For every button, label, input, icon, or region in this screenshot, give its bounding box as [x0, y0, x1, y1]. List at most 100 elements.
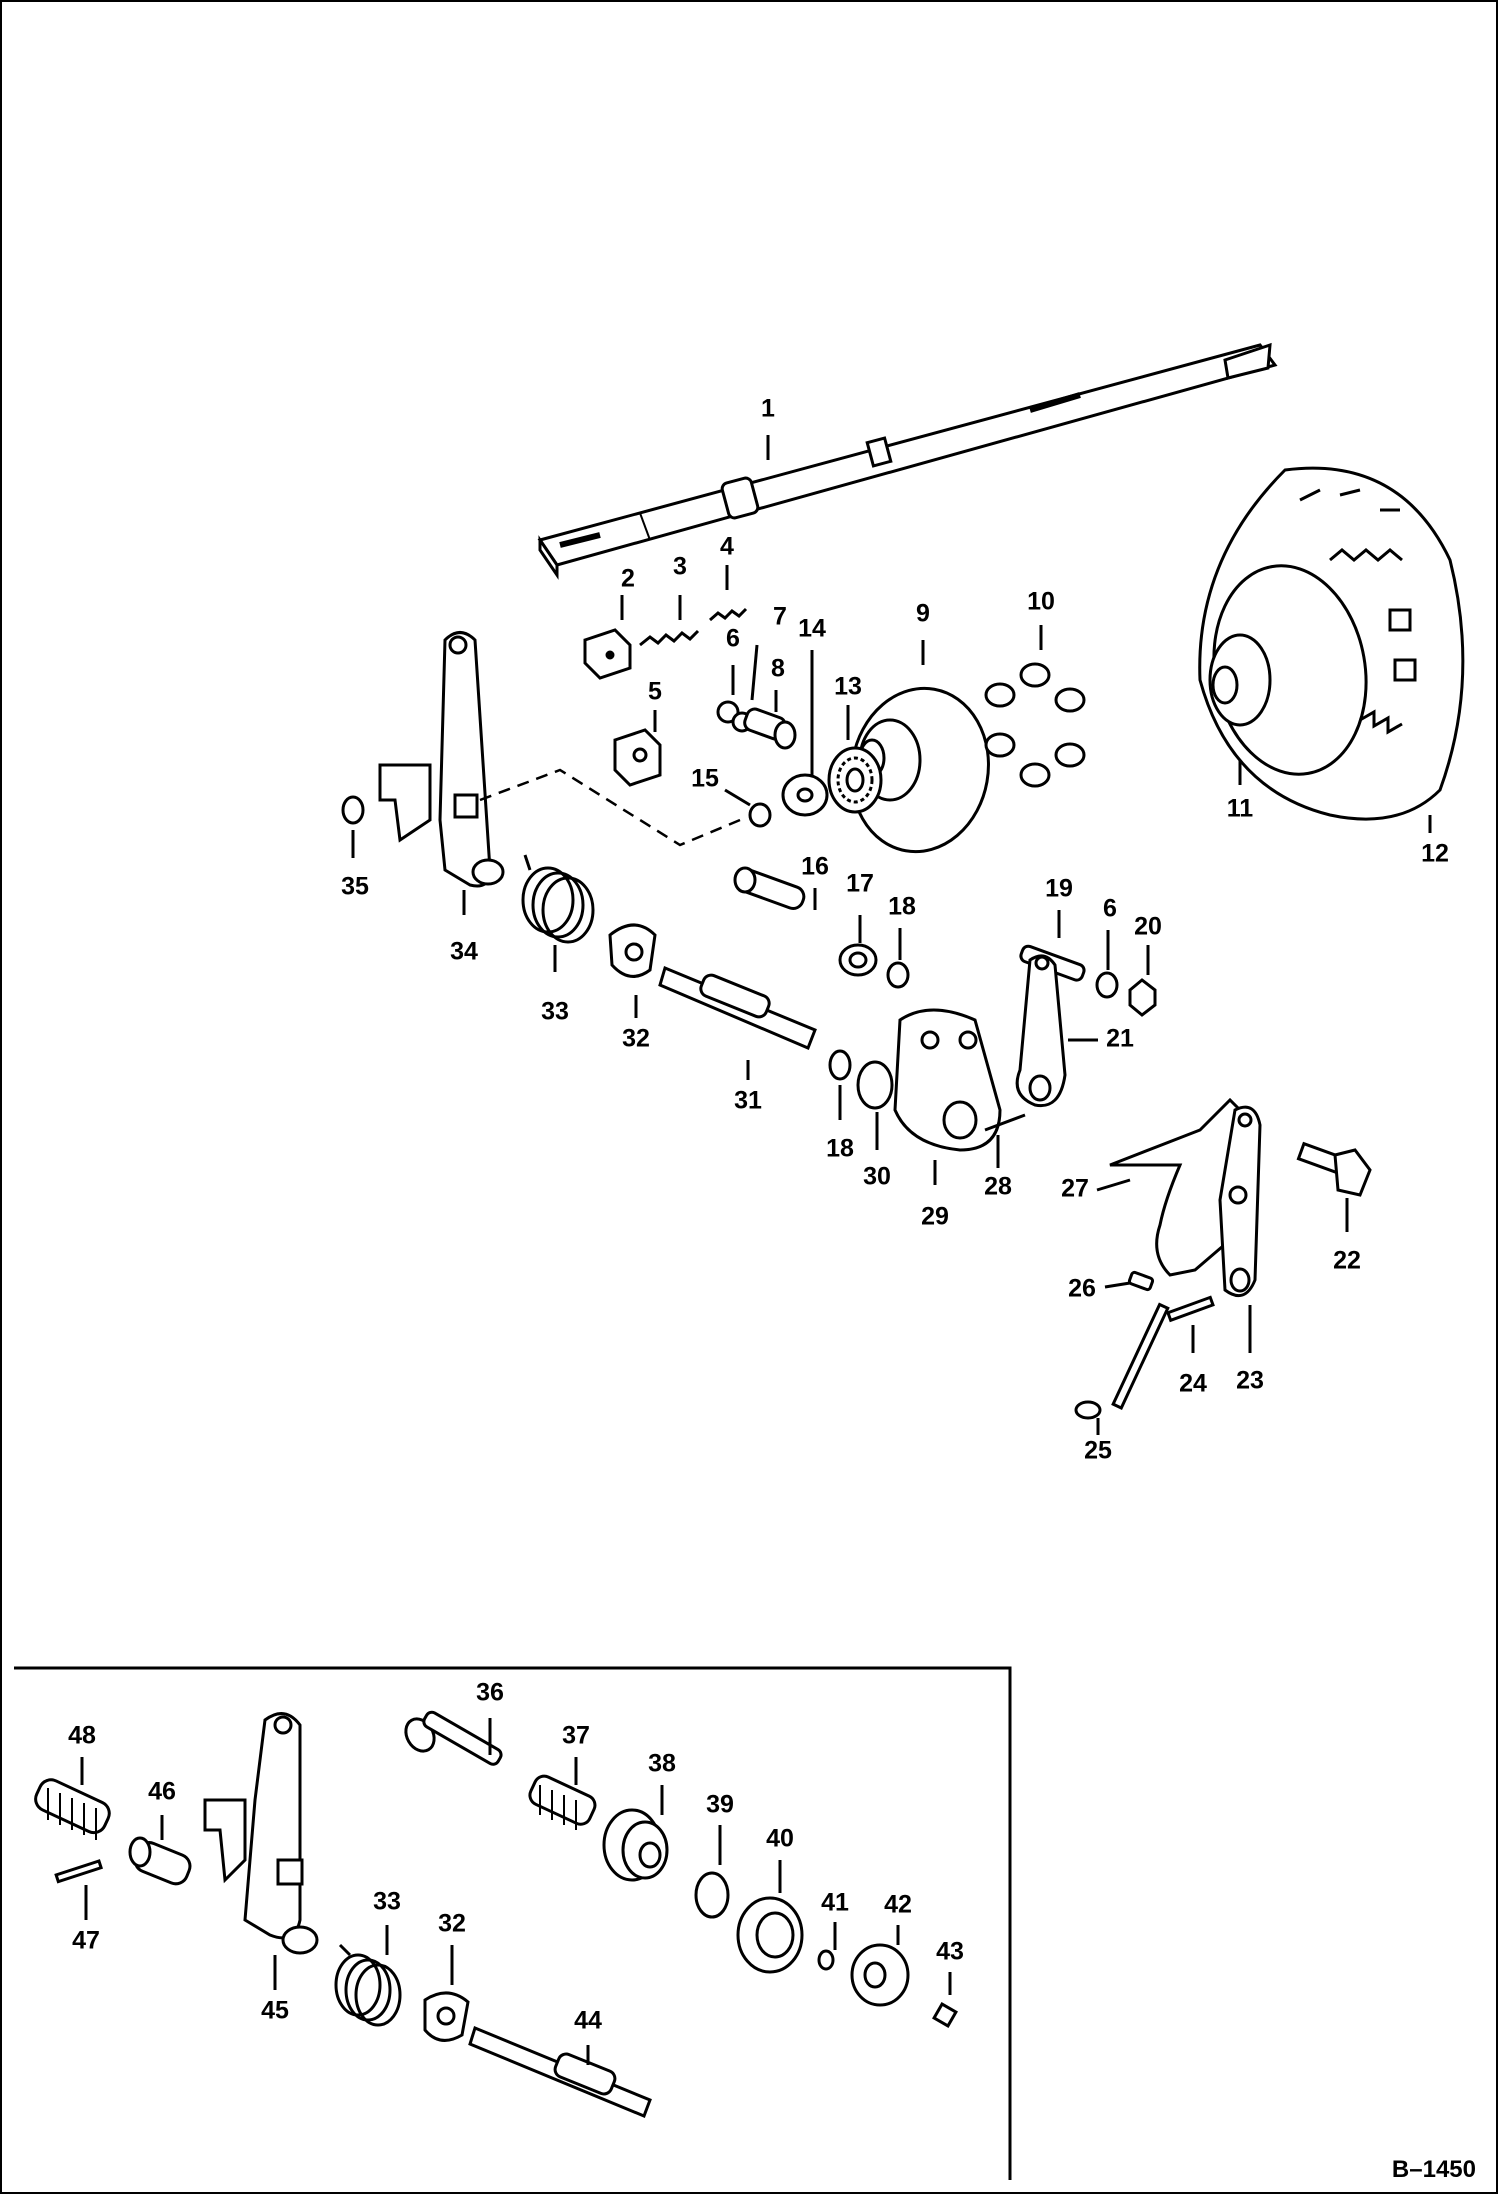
callout-labels-main: 1 2 3 4 5 6 7 8 9 10 11 12 13 14 15 16 1…: [341, 395, 1449, 1465]
shaft-part-1: [537, 342, 1278, 580]
callout: 47: [72, 1927, 100, 1955]
coil-spring-part-33-inset: [334, 1943, 402, 2027]
callout: 17: [846, 870, 874, 898]
setscrew-part-43: [932, 2002, 958, 2028]
figure-code: B–1450: [1391, 2156, 1476, 2183]
snap-ring-part-35: [341, 795, 365, 825]
callout: 25: [1084, 1437, 1112, 1465]
callout: 20: [1134, 913, 1162, 941]
callout: 4: [720, 533, 734, 561]
callout: 21: [1106, 1025, 1134, 1053]
pin-part-47: [54, 1859, 104, 1884]
bushing-part-46: [128, 1836, 192, 1886]
callout: 18: [888, 893, 916, 921]
callout: 10: [1027, 588, 1055, 616]
bracket-part-27: [1109, 1097, 1262, 1298]
bracket-part-5: [613, 728, 662, 787]
bolt-part-22: [1296, 1141, 1372, 1197]
callout: 11: [1227, 795, 1254, 823]
callout: 42: [884, 1891, 912, 1919]
callout: 24: [1179, 1370, 1207, 1398]
cam-part-32: [608, 923, 657, 978]
callout: 23: [1236, 1367, 1264, 1395]
callout: 13: [834, 673, 862, 701]
plug-part-38: [602, 1808, 669, 1882]
leader-lines-main: [351, 435, 1432, 1435]
callout: 38: [648, 1750, 676, 1778]
callout: 39: [706, 1791, 734, 1819]
callout: 33: [373, 1888, 401, 1916]
washer-part-14: [781, 773, 829, 817]
callout: 36: [476, 1679, 504, 1707]
gear-housing-part-11-12: [1198, 466, 1465, 821]
bolt-part-25: [1074, 1302, 1170, 1420]
callout: 22: [1333, 1247, 1361, 1275]
callout: 29: [921, 1203, 949, 1231]
callout: 46: [148, 1778, 176, 1806]
callout: 9: [916, 600, 930, 628]
callout: 40: [766, 1825, 794, 1853]
callout: 35: [341, 873, 369, 901]
nut-part-20: [1128, 978, 1157, 1017]
shaft-part-44: [468, 2025, 652, 2118]
cap-part-42: [850, 1943, 910, 2007]
callout: 30: [863, 1163, 891, 1191]
spring-part-28: [984, 1113, 1026, 1132]
lever-bracket-part-34: [378, 631, 505, 888]
callout: 6: [726, 625, 740, 653]
ring-part-41: [817, 1949, 835, 1971]
ring-part-18-lower: [828, 1049, 852, 1081]
callout: 31: [734, 1087, 762, 1115]
bolt-part-36: [404, 1710, 503, 1766]
lever-part-21: [1015, 954, 1067, 1108]
callout-labels-inset: 36 37 38 39 40 41 42 43 44 45 46 47 48 3…: [68, 1679, 964, 2035]
callout: 2: [621, 565, 635, 593]
cam-part-32-inset: [423, 1991, 470, 2042]
callout: 44: [574, 2007, 602, 2035]
coil-spring-part-33: [521, 854, 595, 944]
spring-part-4: [709, 607, 748, 622]
callout: 41: [821, 1889, 849, 1917]
callout: 19: [1045, 875, 1073, 903]
callout: 16: [801, 853, 829, 881]
ring-part-18-upper: [886, 961, 910, 989]
pin-part-24: [1166, 1295, 1215, 1323]
callout: 28: [984, 1173, 1012, 1201]
callout: 8: [771, 655, 785, 683]
spring-part-3: [639, 629, 700, 647]
callout: 26: [1068, 1275, 1096, 1303]
washer-part-15: [748, 802, 772, 828]
leader-lines-inset: [80, 1718, 952, 2065]
spring-part-37: [528, 1774, 597, 1830]
callout: 15: [691, 765, 719, 793]
callout: 14: [798, 615, 826, 643]
lever-part-45: [203, 1712, 319, 1955]
callout: 43: [936, 1938, 964, 1966]
callout: 27: [1061, 1175, 1089, 1203]
assembly-dashed-line: [479, 768, 741, 847]
callout: 6: [1103, 895, 1117, 923]
housing-part-29: [893, 1008, 1002, 1152]
callout: 5: [648, 678, 662, 706]
oring-part-30: [856, 1060, 894, 1110]
callout: 37: [562, 1722, 590, 1750]
callout: 32: [438, 1910, 466, 1938]
bushing-part-40: [736, 1896, 804, 1974]
inset-frame: [14, 1666, 1012, 2180]
nut-part-6-7-8: [716, 700, 797, 750]
callout: 33: [541, 998, 569, 1026]
callout: 34: [450, 938, 478, 966]
oring-part-39: [694, 1871, 730, 1919]
callout: 45: [261, 1997, 289, 2025]
washer-part-6b: [1095, 971, 1119, 999]
block-part-2: [583, 628, 632, 680]
callout: 12: [1421, 840, 1449, 868]
callout: 32: [622, 1025, 650, 1053]
shaft-part-31: [658, 965, 817, 1050]
callout: 48: [68, 1722, 96, 1750]
callout: 3: [673, 553, 687, 581]
callout: 18: [826, 1135, 854, 1163]
spring-part-48: [34, 1778, 111, 1840]
